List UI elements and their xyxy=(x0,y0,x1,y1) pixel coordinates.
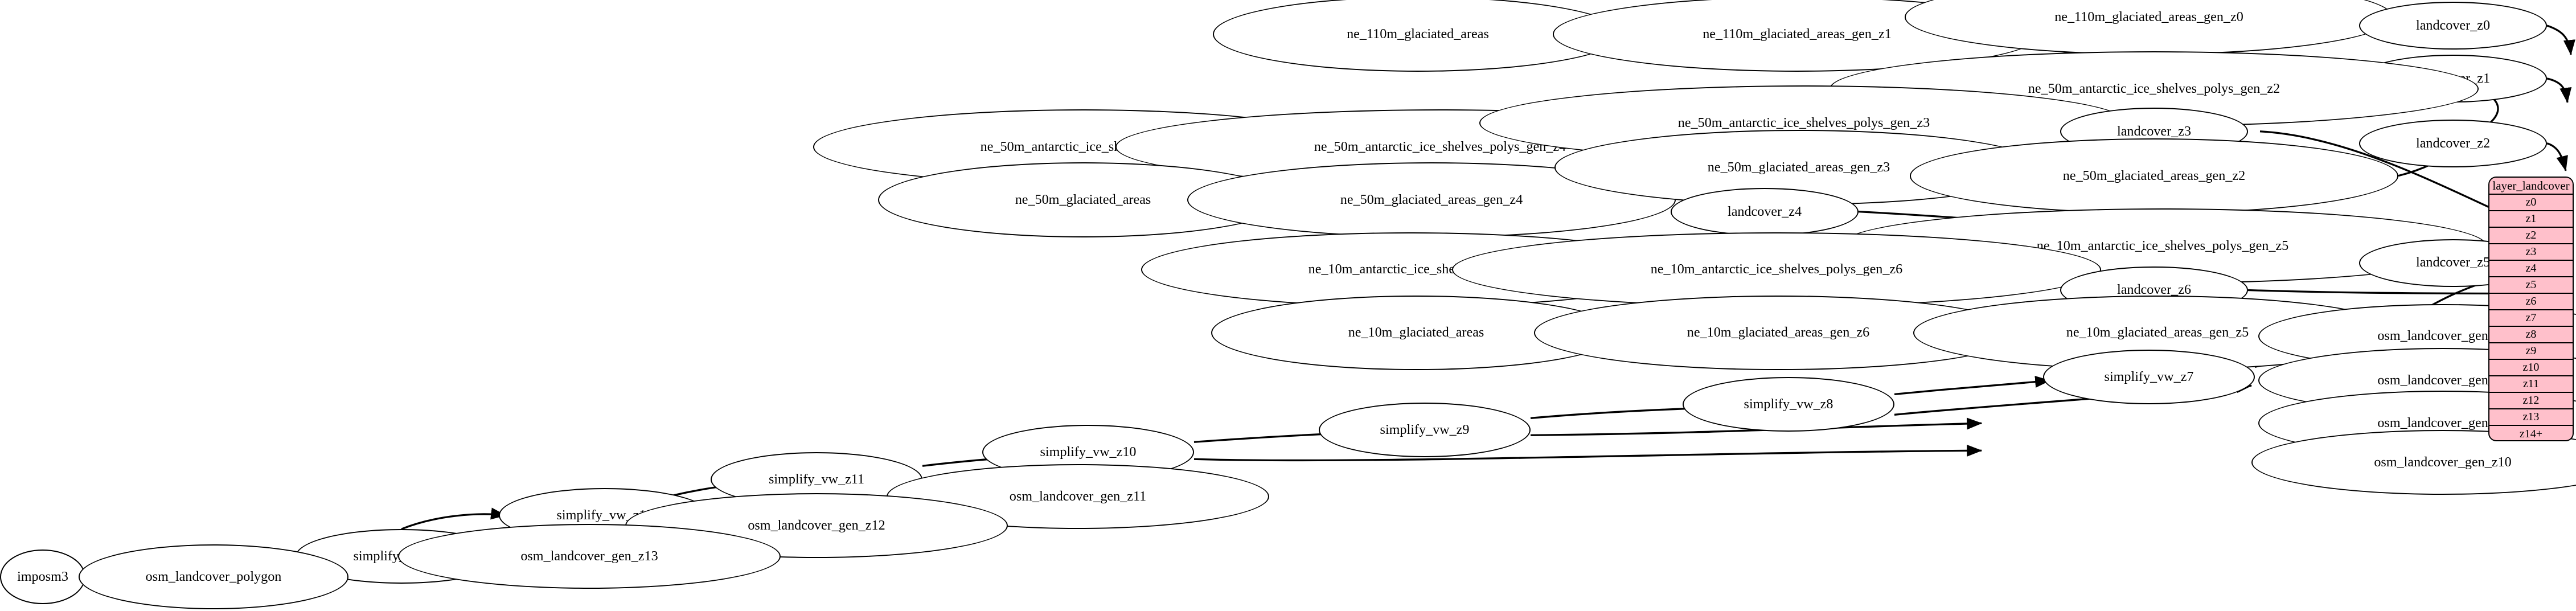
graph-node-osm_landcover_polygon[interactable]: osm_landcover_polygon xyxy=(79,544,348,609)
node-label: ne_10m_antarctic_ice_shelves_polys_gen_z… xyxy=(1650,261,1903,277)
node-label: ne_110m_glaciated_areas xyxy=(1347,26,1489,42)
record-row-z6[interactable]: z6 xyxy=(2489,294,2573,310)
record-header: layer_landcover xyxy=(2489,178,2573,195)
node-label: ne_110m_glaciated_areas_gen_z0 xyxy=(2054,9,2243,24)
node-label: osm_landcover_gen_z11 xyxy=(1009,489,1147,505)
node-label: ne_50m_glaciated_areas_gen_z3 xyxy=(1707,159,1890,175)
node-label: landcover_z3 xyxy=(2116,123,2192,139)
node-label: landcover_z0 xyxy=(2415,17,2491,33)
node-label: osm_landcover_gen_z13 xyxy=(520,548,658,564)
record-row-z11[interactable]: z11 xyxy=(2489,376,2573,393)
node-label: imposm3 xyxy=(17,568,68,584)
node-label: simplify_vw_z8 xyxy=(1744,396,1833,412)
record-row-z3[interactable]: z3 xyxy=(2489,244,2573,261)
node-label: ne_10m_glaciated_areas_gen_z6 xyxy=(1687,325,1870,341)
graph-node-simplify_vw_z7[interactable]: simplify_vw_z7 xyxy=(2043,350,2255,405)
record-row-z13[interactable]: z13 xyxy=(2489,409,2573,426)
graph-node-imposm3[interactable]: imposm3 xyxy=(0,550,85,604)
record-row-z8[interactable]: z8 xyxy=(2489,327,2573,343)
node-label: ne_50m_glaciated_areas xyxy=(1015,191,1151,207)
node-label: ne_50m_antarctic_ice_shelves_polys_gen_z… xyxy=(1677,114,1930,130)
record-row-z0[interactable]: z0 xyxy=(2489,195,2573,211)
node-label: ne_10m_antarctic_ice_shelves_polys_gen_z… xyxy=(2036,237,2289,253)
record-row-z2[interactable]: z2 xyxy=(2489,228,2573,244)
node-label: simplify_vw_z11 xyxy=(768,471,865,487)
node-label: landcover_z5 xyxy=(2415,255,2491,270)
record-row-z7[interactable]: z7 xyxy=(2489,310,2573,327)
record-row-z10[interactable]: z10 xyxy=(2489,360,2573,376)
node-label: ne_10m_glaciated_areas xyxy=(1348,325,1484,341)
graph-node-landcover_z2[interactable]: landcover_z2 xyxy=(2359,119,2547,167)
node-label: ne_10m_glaciated_areas_gen_z5 xyxy=(2066,325,2249,341)
node-label: ne_50m_glaciated_areas_gen_z2 xyxy=(2062,167,2246,183)
record-row-z4[interactable]: z4 xyxy=(2489,261,2573,277)
node-label: ne_50m_antarctic_ice_shelves_polys_gen_z… xyxy=(2028,80,2280,96)
node-label: landcover_z4 xyxy=(1727,203,1802,219)
node-label: landcover_z2 xyxy=(2415,135,2491,151)
record-row-z12[interactable]: z12 xyxy=(2489,393,2573,409)
graph-node-simplify_vw_z9[interactable]: simplify_vw_z9 xyxy=(1319,403,1531,458)
record-row-z1[interactable]: z1 xyxy=(2489,211,2573,228)
node-label: simplify_vw_z9 xyxy=(1380,422,1470,438)
node-label: osm_landcover_gen_z10 xyxy=(2374,454,2512,470)
record-row-z5[interactable]: z5 xyxy=(2489,277,2573,294)
node-label: landcover_z6 xyxy=(2116,282,2192,298)
node-label: osm_landcover_polygon xyxy=(145,568,282,584)
graph-node-landcover_z0[interactable]: landcover_z0 xyxy=(2359,1,2547,50)
graph-node-osm_landcover_gen_z13[interactable]: osm_landcover_gen_z13 xyxy=(398,524,781,589)
node-label: simplify_vw_z10 xyxy=(1040,444,1137,460)
record-row-z14plus[interactable]: z14+ xyxy=(2519,428,2543,440)
node-label: simplify_vw_z7 xyxy=(2104,369,2194,385)
graph-node-simplify_vw_z8[interactable]: simplify_vw_z8 xyxy=(1683,377,1894,432)
node-label: osm_landcover_gen_z12 xyxy=(748,518,885,534)
record-row-z9[interactable]: z9 xyxy=(2489,343,2573,360)
graph-node-landcover_z4[interactable]: landcover_z4 xyxy=(1671,187,1859,236)
node-label: ne_110m_glaciated_areas_gen_z1 xyxy=(1703,26,1892,42)
graph-node-ne_50m_glaciated_areas_gen_z2[interactable]: ne_50m_glaciated_areas_gen_z2 xyxy=(1910,138,2398,214)
node-label: ne_50m_glaciated_areas_gen_z4 xyxy=(1340,191,1523,207)
